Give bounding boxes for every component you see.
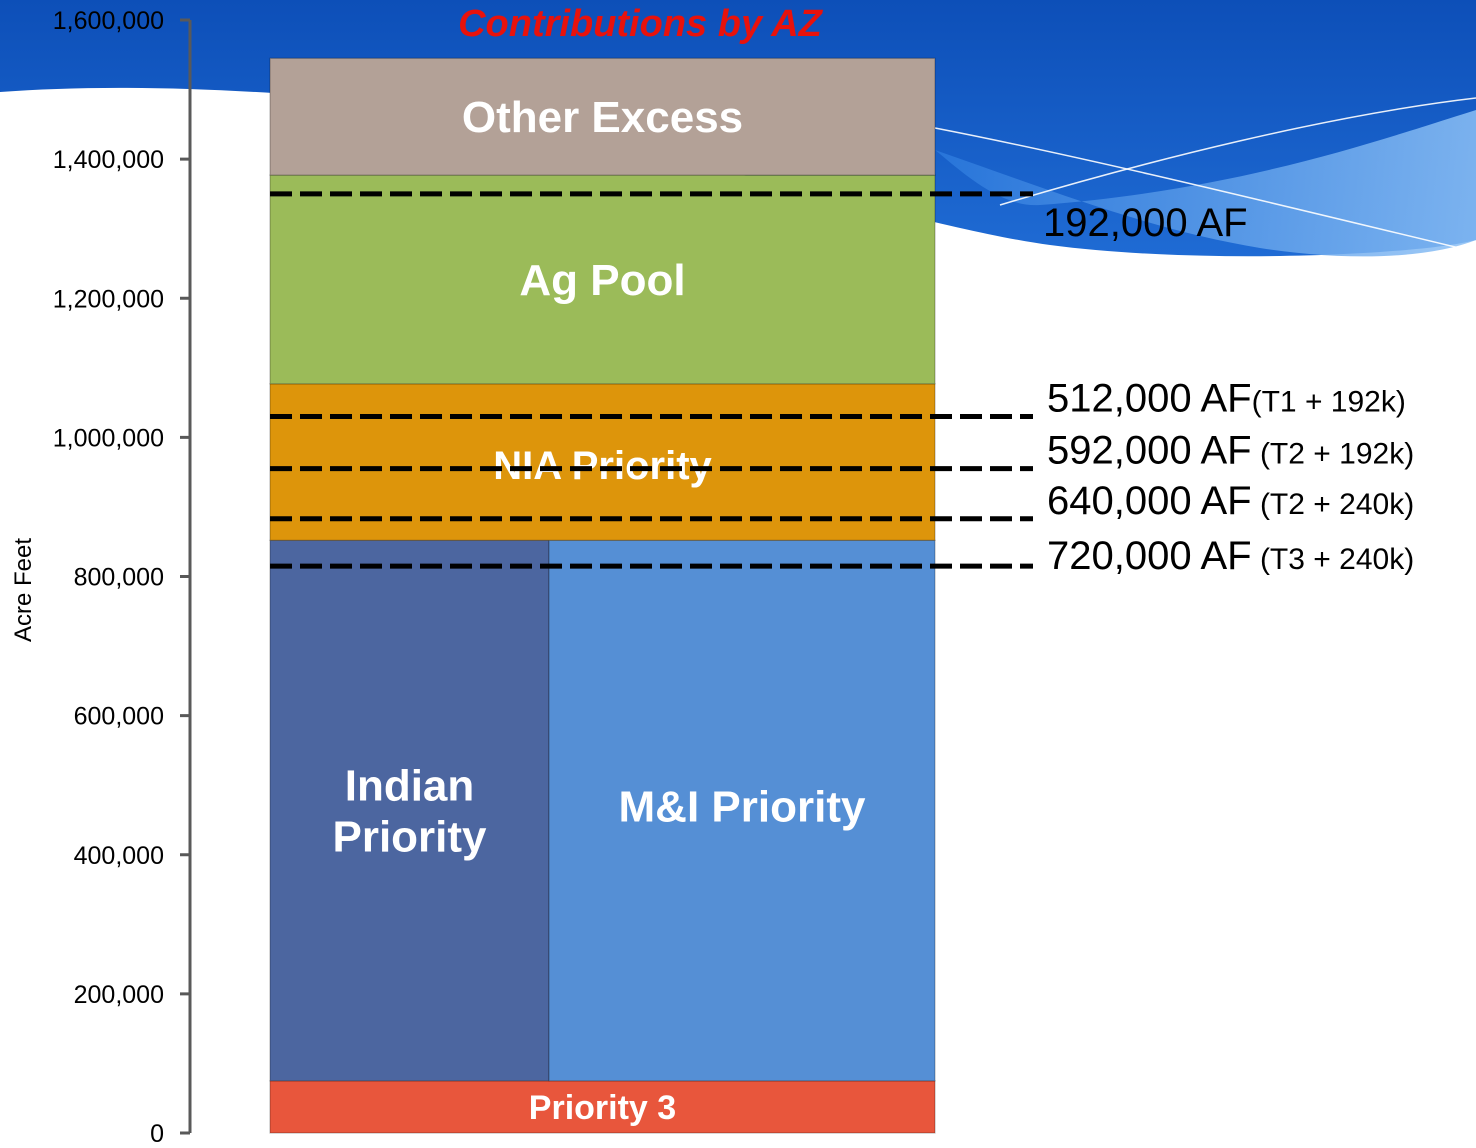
threshold-detail: (T3 + 240k) [1252, 543, 1415, 576]
banner-line-2 [999, 97, 1476, 206]
segment-nia-priority [269, 383, 936, 541]
segment-label-priority-3: Priority 3 [529, 1089, 676, 1127]
threshold-amount: 720,000 AF [1047, 534, 1252, 578]
banner-line-1 [934, 127, 1476, 253]
threshold-label: 512,000 AF(T1 + 192k) [1047, 377, 1406, 421]
threshold-detail: (T2 + 192k) [1252, 438, 1415, 471]
segment-mandi-priority [548, 539, 936, 1082]
threshold-amount: 592,000 AF [1047, 429, 1252, 473]
threshold-label: 720,000 AF (T3 + 240k) [1047, 534, 1414, 578]
y-tick-label: 800,000 [74, 564, 164, 592]
segment-label-other-excess: Other Excess [462, 93, 743, 142]
y-tick-label: 1,200,000 [53, 285, 164, 313]
segment-other-excess [269, 57, 936, 176]
threshold-amount: 512,000 AF [1047, 377, 1252, 421]
y-axis: 0 200,000 400,000 600,000 800,000 1,000,000 1,… [53, 7, 192, 1148]
y-tick-label: 200,000 [74, 981, 164, 1009]
threshold-detail: (T2 + 240k) [1252, 488, 1415, 521]
segment-ag-pool [269, 174, 936, 385]
threshold-label: 640,000 AF (T2 + 240k) [1047, 479, 1414, 523]
threshold-label: 592,000 AF (T2 + 192k) [1047, 429, 1414, 473]
segment-indian-priority [269, 539, 550, 1082]
chart-title: Contributions by AZ [458, 3, 824, 45]
threshold-detail: (T1 + 192k) [1252, 386, 1406, 419]
y-axis-label: Acre Feet [10, 538, 37, 642]
threshold-label: 192,000 AF [1043, 201, 1248, 245]
segment-priority-3 [269, 1080, 936, 1134]
segment-label-mandi-priority: M&I Priority [619, 782, 866, 831]
segment-label-ag-pool: Ag Pool [519, 256, 685, 305]
y-tick-label: 400,000 [74, 842, 164, 870]
threshold-amount: 640,000 AF [1047, 479, 1252, 523]
y-tick-label: 1,000,000 [53, 424, 164, 452]
y-tick-label: 0 [150, 1120, 164, 1143]
threshold-amount: 192,000 AF [1043, 201, 1248, 245]
y-tick-label: 600,000 [74, 703, 164, 731]
y-tick-label: 1,400,000 [53, 146, 164, 174]
y-tick-label: 1,600,000 [53, 7, 164, 35]
